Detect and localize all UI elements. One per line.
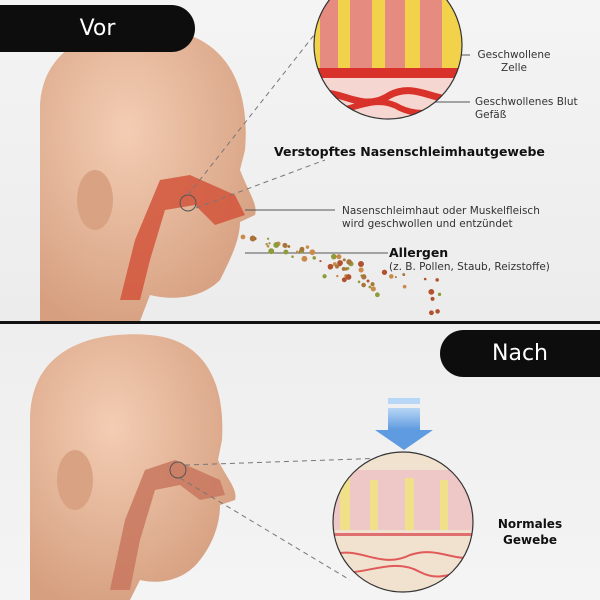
allergen-particle bbox=[358, 267, 364, 273]
allergen-particle bbox=[249, 235, 256, 242]
normal-tissue-zoom bbox=[333, 452, 473, 592]
allergen-particle bbox=[341, 277, 347, 283]
allergen-particle bbox=[331, 253, 337, 260]
allergen-particle bbox=[283, 249, 289, 255]
callout-line bbox=[179, 477, 351, 581]
allergen-particle bbox=[437, 292, 442, 296]
allergen-particle bbox=[268, 242, 271, 245]
allergen-particle bbox=[346, 259, 352, 265]
nasal-cavity-normal bbox=[110, 460, 225, 590]
before-title: Verstopftes Nasenschleimhautgewebe bbox=[274, 144, 545, 159]
allergen-particle bbox=[428, 288, 435, 295]
label-line: Nasenschleimhaut oder Muskelfleisch bbox=[342, 205, 540, 217]
allergen-particle bbox=[368, 285, 372, 289]
allergen-particle bbox=[381, 269, 388, 275]
allergen-particle bbox=[295, 250, 299, 254]
allergen-particle bbox=[268, 248, 275, 255]
allergen-particle bbox=[345, 274, 352, 280]
label-line: Gewebe bbox=[503, 533, 557, 547]
allergen-particle bbox=[435, 278, 439, 282]
label-line: wird geschwollen und entzündet bbox=[342, 218, 513, 230]
allergen-particle bbox=[435, 309, 440, 314]
head-before bbox=[40, 27, 256, 321]
allergen-particle bbox=[342, 258, 346, 262]
allergen-particle bbox=[319, 260, 322, 263]
head-after bbox=[30, 334, 236, 600]
label-line: Zelle bbox=[501, 62, 527, 74]
allergen-particle bbox=[357, 280, 361, 284]
allergen-particle bbox=[370, 286, 376, 292]
allergen-particle bbox=[305, 245, 310, 249]
label-mucosa: Nasenschleimhaut oder Muskelfleisch wird… bbox=[342, 205, 540, 231]
allergen-particle bbox=[334, 264, 339, 269]
allergen-particle bbox=[389, 274, 394, 279]
label-line: Gefäß bbox=[475, 109, 507, 121]
allergen-particle bbox=[287, 244, 291, 248]
callout-line bbox=[195, 159, 326, 209]
allergen-particle bbox=[312, 256, 317, 260]
allergen-particle bbox=[423, 277, 427, 281]
before-badge: Vor bbox=[0, 5, 195, 52]
allergen-particle bbox=[357, 260, 364, 267]
allergen-particle bbox=[341, 266, 346, 271]
allergen-particle bbox=[322, 274, 327, 279]
allergen-particle bbox=[337, 260, 343, 266]
allergen-particle bbox=[366, 279, 370, 283]
allergen-particle bbox=[309, 249, 316, 256]
allergen-particle bbox=[327, 263, 334, 270]
allergen-particle bbox=[361, 282, 366, 288]
arrow-down-icon bbox=[375, 398, 433, 450]
allergen-title: Allergen bbox=[389, 245, 449, 260]
allergen-particle bbox=[282, 242, 288, 248]
callout-line bbox=[184, 457, 389, 466]
allergen-particle bbox=[266, 237, 270, 240]
label-line: Geschwollenes Blut bbox=[475, 96, 578, 108]
callout-line bbox=[187, 29, 319, 196]
divider bbox=[0, 321, 600, 324]
allergen-particle bbox=[394, 276, 397, 279]
allergen-particle bbox=[291, 255, 294, 258]
allergen-particle bbox=[361, 274, 367, 280]
allergen-particle bbox=[370, 282, 375, 287]
nasal-cavity-inflamed bbox=[120, 175, 245, 300]
allergen-particle bbox=[402, 273, 406, 276]
allergen-particle bbox=[346, 266, 350, 270]
allergen-particle bbox=[301, 255, 308, 262]
allergen-particle bbox=[240, 234, 246, 240]
label-swollen-vessel: Geschwollenes Blut Gefäß bbox=[475, 96, 578, 122]
allergen-particle bbox=[336, 274, 339, 278]
after-badge: Nach bbox=[440, 330, 600, 377]
allergen-particle bbox=[429, 310, 434, 316]
label-normal-tissue: Normales Gewebe bbox=[490, 516, 570, 548]
allergen-particle bbox=[336, 254, 342, 260]
allergen-particle bbox=[265, 243, 268, 246]
allergen-particle bbox=[430, 296, 435, 301]
label-line: Normales bbox=[497, 517, 563, 531]
label-line: Geschwollene bbox=[477, 49, 551, 61]
swollen-tissue-zoom bbox=[314, 0, 462, 119]
allergen-subtitle: (z. B. Pollen, Staub, Reizstoffe) bbox=[389, 261, 550, 273]
allergen-particles bbox=[240, 234, 442, 316]
allergen-particle bbox=[402, 284, 407, 289]
label-swollen-cell: Geschwollene Zelle bbox=[474, 49, 554, 75]
allergen-particle bbox=[299, 246, 305, 252]
allergen-particle bbox=[375, 292, 380, 298]
allergen-particle bbox=[266, 244, 270, 248]
allergen-particle bbox=[273, 242, 280, 248]
